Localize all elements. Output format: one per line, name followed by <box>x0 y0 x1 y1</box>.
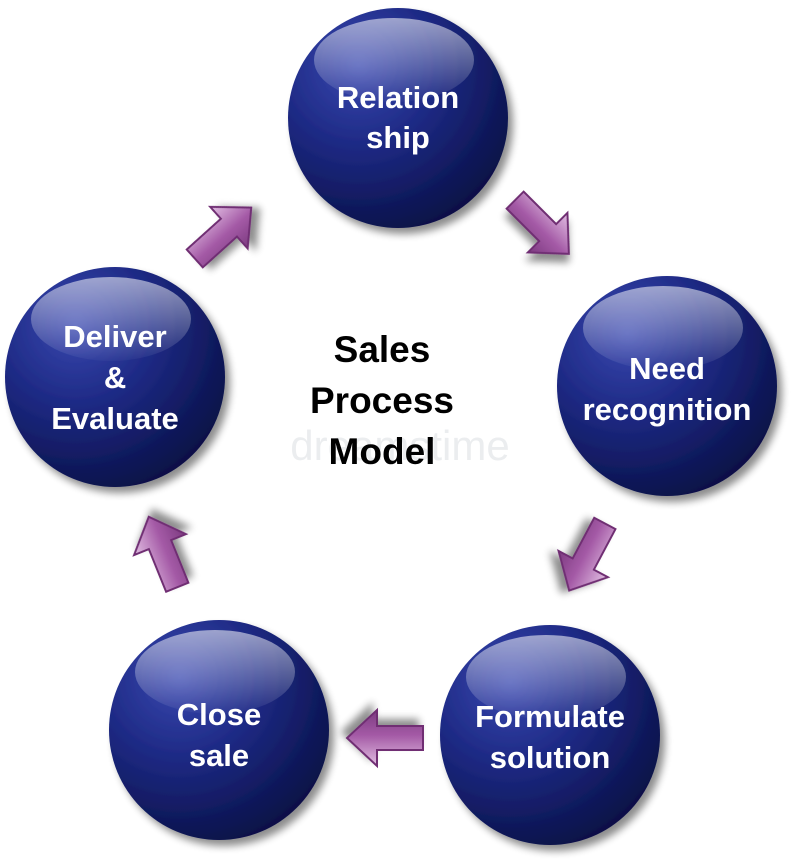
need-recognition-label-line-2: recognition <box>583 392 752 427</box>
watermark-text: dreamstime <box>290 422 509 469</box>
deliver-evaluate-label-line-1: Deliver <box>63 319 166 354</box>
arrows <box>132 190 617 769</box>
gloss-highlight <box>583 286 743 370</box>
formulate-solution-label-line-1: Formulate <box>475 699 625 734</box>
title-line-2: Process <box>310 380 454 421</box>
title-line-3: Model <box>329 431 436 472</box>
gloss-highlight <box>135 630 295 714</box>
gloss-highlight <box>466 635 626 719</box>
node-deliver-evaluate: Deliver & Evaluate <box>5 267 225 487</box>
arrow-relationship-to-need-recognition <box>505 190 570 255</box>
node-need-recognition: Need recognition <box>557 276 777 496</box>
gloss-highlight <box>314 18 474 102</box>
gloss-highlight <box>31 277 191 361</box>
arrow-need-recognition-to-formulate-solution <box>556 516 617 592</box>
deliver-evaluate-label-line-3: Evaluate <box>51 401 179 436</box>
arrow-deliver-evaluate-to-relationship <box>185 205 253 269</box>
need-recognition-label-line-1: Need <box>629 351 705 386</box>
close-sale-label-line-1: Close <box>177 697 261 732</box>
title-line-1: Sales <box>334 329 431 370</box>
node-relationship: Relation ship <box>288 8 508 228</box>
node-formulate-solution: Formulate solution <box>440 625 660 845</box>
node-close-sale: Close sale <box>109 620 329 840</box>
relationship-label-line-2: ship <box>366 120 430 155</box>
deliver-evaluate-label-line-2: & <box>104 360 126 395</box>
arrow-close-sale-to-deliver-evaluate <box>132 515 190 594</box>
formulate-solution-label-line-2: solution <box>490 740 611 775</box>
center-title: Sales Process Model <box>310 329 454 472</box>
relationship-label-line-1: Relation <box>337 80 459 115</box>
arrow-formulate-solution-to-close-sale <box>345 707 424 769</box>
close-sale-label-line-2: sale <box>189 738 249 773</box>
